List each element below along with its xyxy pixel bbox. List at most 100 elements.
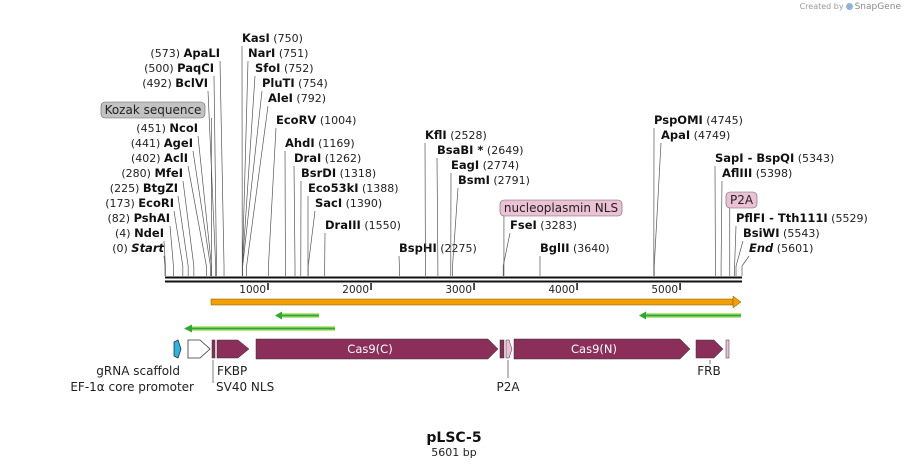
enzyme-site-text: (500) PaqCI — [144, 61, 214, 75]
enzyme-site[interactable]: PspOMI (4745) — [653, 113, 743, 276]
enzyme-site[interactable]: (4) NdeI — [115, 226, 166, 276]
feature-EF1a-core-promoter[interactable] — [187, 339, 211, 359]
enzyme-site[interactable]: BsiWI (5543) — [735, 226, 820, 276]
enzyme-site[interactable]: BsaBI * (2649) — [436, 143, 524, 276]
enzyme-site-text: EagI (2774) — [451, 158, 519, 172]
enzyme-site[interactable]: BsmI (2791) — [452, 173, 530, 276]
enzyme-site[interactable]: (573) ApaLI — [150, 46, 225, 276]
enzyme-site-text: SapI - BspQI (5343) — [715, 151, 834, 165]
enzyme-site-text: AflIII (5398) — [722, 166, 792, 180]
enzyme-site[interactable]: KflI (2528) — [424, 128, 487, 276]
ruler-tick-label: 3000 — [445, 284, 472, 296]
feature-tag-label: Kozak sequence — [105, 103, 202, 117]
enzyme-leader-line — [163, 255, 166, 276]
enzyme-leader-line — [219, 60, 225, 276]
enzyme-site[interactable]: AflIII (5398) — [720, 166, 792, 276]
enzyme-site[interactable]: (500) PaqCI — [144, 61, 217, 276]
enzyme-site[interactable]: AleI (792) — [246, 91, 326, 276]
credit-prefix: Created by — [799, 2, 844, 11]
enzyme-site[interactable]: (82) PshAI — [107, 211, 174, 276]
feature-label-gRNA-scaffold: gRNA scaffold — [96, 364, 180, 378]
enzyme-site[interactable]: ApaI (4749) — [653, 128, 730, 276]
feature-gRNA-scaffold[interactable] — [173, 339, 182, 359]
feature-label-P2A: P2A — [496, 380, 520, 394]
enzyme-site-text: EcoRV (1004) — [276, 113, 356, 127]
ruler-tick-label: 1000 — [239, 284, 266, 296]
orf-arrow[interactable] — [210, 295, 742, 309]
enzyme-leader-line — [207, 90, 217, 276]
enzyme-site[interactable]: KasI (750) — [241, 31, 303, 276]
enzyme-site[interactable]: PluTI (754) — [242, 76, 328, 276]
enzyme-site[interactable]: DraI (1262) — [293, 151, 361, 276]
enzyme-site-text: (280) MfeI — [121, 166, 183, 180]
feature-FKBP[interactable] — [211, 339, 216, 359]
enzyme-site[interactable]: (0) Start — [112, 241, 166, 276]
feature-P2A-box[interactable] — [505, 339, 513, 359]
enzyme-site[interactable]: AhdI (1169) — [284, 136, 355, 276]
enzyme-site-text: (451) NcoI — [136, 121, 198, 135]
feature-tag[interactable]: nucleoplasmin NLS — [499, 199, 623, 276]
ruler-tick-label: 2000 — [342, 284, 369, 296]
enzyme-site-text: PluTI (754) — [262, 76, 328, 90]
enzyme-site-text: (225) BtgZI — [110, 181, 178, 195]
enzyme-site[interactable]: SapI - BspQI (5343) — [714, 151, 834, 276]
enzyme-site[interactable]: SacI (1390) — [307, 196, 382, 276]
primer-arrow-1[interactable] — [184, 324, 335, 333]
enzyme-site[interactable]: End (5601) — [741, 241, 813, 276]
feature-tag[interactable]: P2A — [725, 191, 758, 276]
feature-SV40-NLS[interactable] — [216, 339, 250, 359]
enzyme-site-text: KflI (2528) — [425, 128, 487, 142]
enzyme-site-text: AleI (792) — [268, 91, 326, 105]
enzyme-site[interactable]: (402) AclI — [131, 151, 207, 276]
enzyme-site[interactable]: EagI (2774) — [450, 158, 519, 276]
enzyme-leader-line — [741, 255, 750, 276]
enzyme-site[interactable]: EcoRV (1004) — [268, 113, 356, 276]
feature-tag[interactable]: Kozak sequence — [100, 101, 212, 276]
enzyme-site[interactable]: PflFI - Tth111I (5529) — [734, 211, 868, 276]
feature-tag-box — [499, 199, 623, 217]
enzyme-site[interactable]: BsrDI (1318) — [300, 166, 376, 276]
enzyme-site-text: PflFI - Tth111I (5529) — [736, 211, 868, 225]
feature-tag-box — [100, 101, 206, 119]
enzyme-site[interactable]: BspHI (2275) — [398, 241, 477, 276]
enzyme-site-text: BsiWI (5543) — [743, 226, 820, 240]
enzyme-site[interactable]: (173) EcoRI — [105, 196, 184, 276]
enzyme-site-text: FseI (3283) — [510, 218, 577, 232]
enzyme-site[interactable]: DraIII (1550) — [324, 218, 401, 276]
feature-FRB[interactable] — [695, 339, 724, 359]
enzyme-leader-line — [246, 105, 269, 276]
enzyme-site[interactable]: FseI (3283) — [502, 218, 577, 276]
feature-small-link[interactable] — [499, 339, 505, 359]
enzyme-site-text: (441) AgeI — [131, 136, 193, 150]
enzyme-site[interactable]: (225) BtgZI — [110, 181, 189, 276]
ruler-tick-label: 4000 — [548, 284, 575, 296]
enzyme-leader-line — [436, 157, 439, 276]
feature-label-FKBP: FKBP — [217, 364, 247, 378]
feature-label-Cas9-N: Cas9(N) — [571, 342, 617, 356]
primer-arrow-2[interactable] — [275, 311, 319, 320]
enzyme-leader-line — [293, 165, 296, 276]
enzyme-leader-line — [502, 232, 511, 276]
enzyme-sites: (0) Start(4) NdeI(82) PshAI(173) EcoRI(2… — [105, 31, 868, 276]
enzyme-site-text: DraIII (1550) — [325, 218, 401, 232]
feature-tags: Kozak sequence nucleoplasmin NLS P2A — [100, 101, 758, 276]
feature-end-mark[interactable] — [725, 339, 730, 359]
enzyme-site-text: (492) BclVI — [142, 76, 208, 90]
feature-Cas9-C[interactable]: Cas9(C) — [255, 338, 499, 360]
enzyme-leader-line — [182, 180, 195, 276]
feature-Cas9-N[interactable]: Cas9(N) — [513, 338, 691, 360]
enzyme-site[interactable]: (441) AgeI — [131, 136, 211, 276]
feature-tag-box — [725, 191, 758, 209]
primer-arrow-3[interactable] — [639, 311, 741, 320]
enzyme-site[interactable]: (492) BclVI — [142, 76, 217, 276]
enzyme-site-text: DraI (1262) — [294, 151, 361, 165]
enzyme-leader-line — [734, 225, 737, 276]
enzyme-site[interactable]: BglII (3640) — [539, 241, 610, 276]
enzyme-site-text: NarI (751) — [248, 46, 308, 60]
enzyme-site-text: End (5601) — [749, 241, 813, 255]
enzyme-site-text: (0) Start — [112, 241, 164, 255]
enzyme-site[interactable]: (280) MfeI — [121, 166, 195, 276]
enzyme-leader-line — [242, 75, 256, 276]
